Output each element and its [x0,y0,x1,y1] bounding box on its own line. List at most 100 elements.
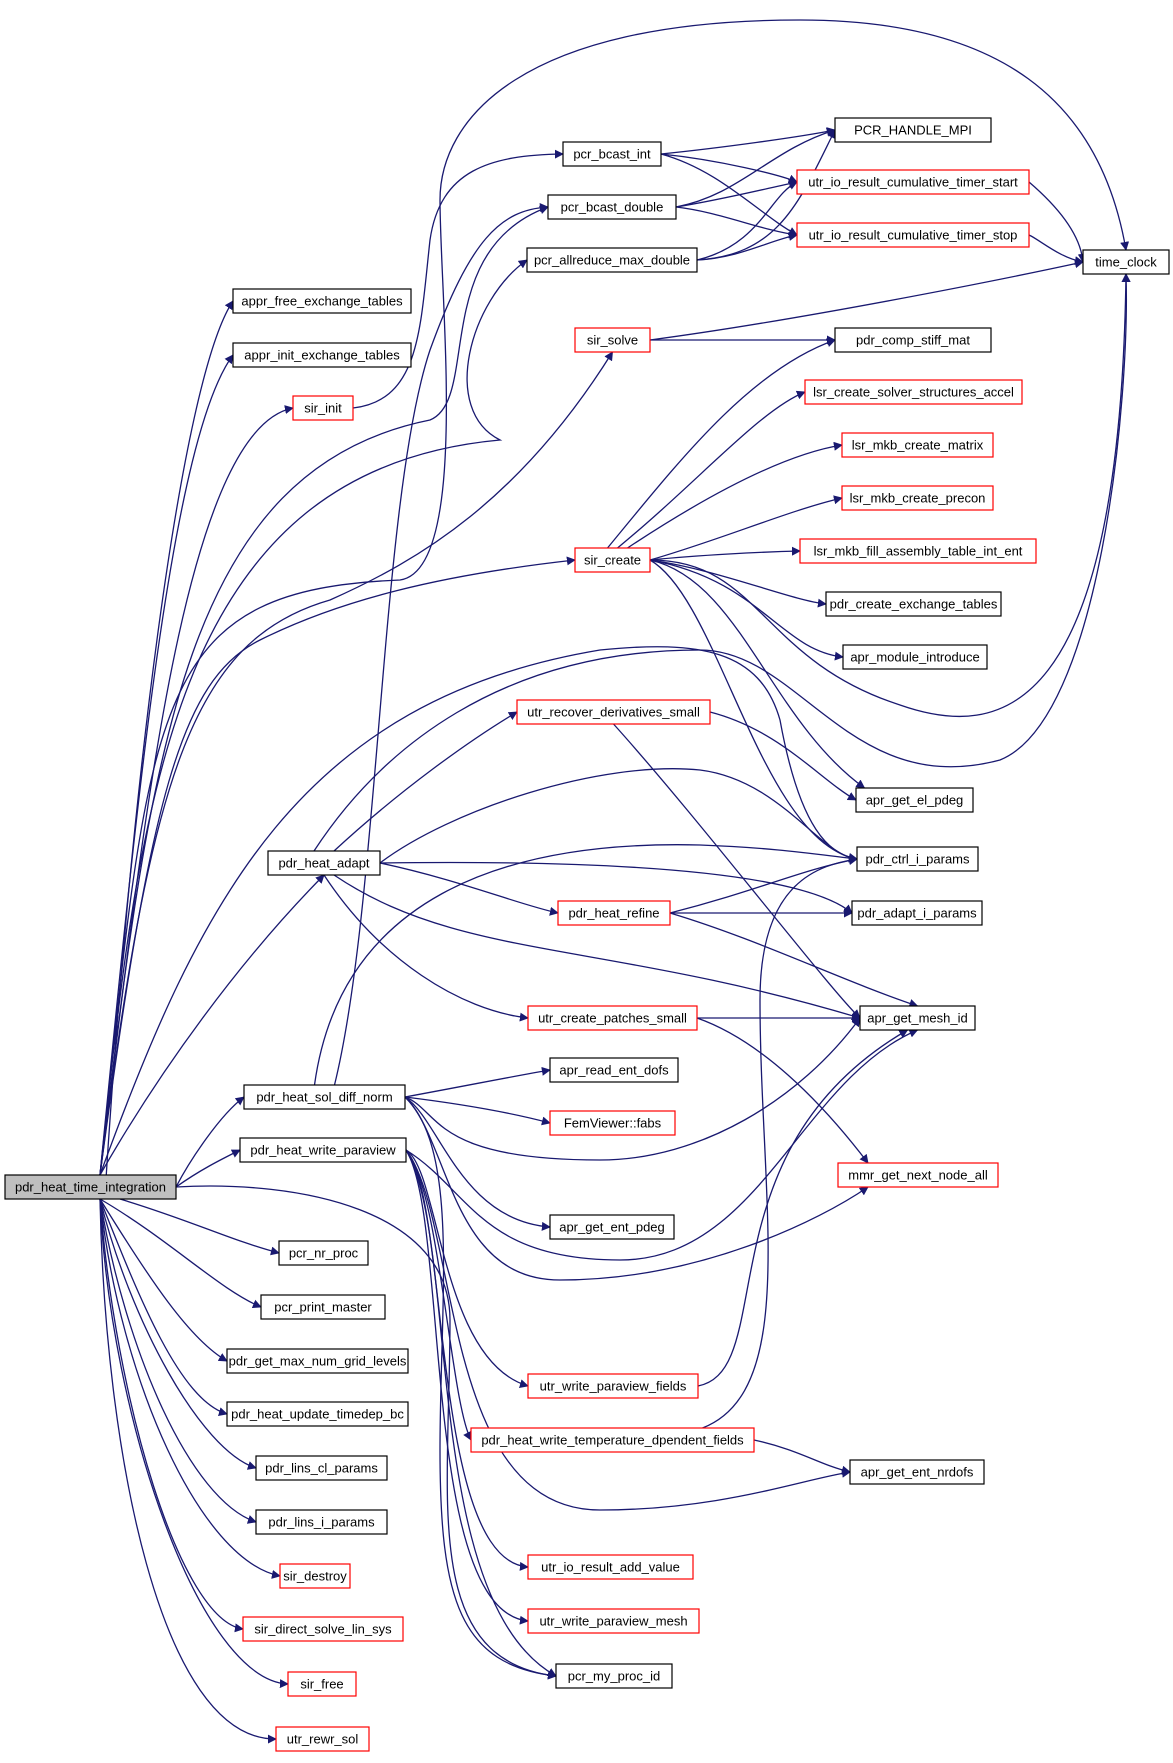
edge-pv-apr_nrdofs [405,1149,851,1511]
edge-root-sir_solve [99,351,614,1176]
edge-sol-femviewer [404,1096,551,1126]
node-sir-direct[interactable]: sir_direct_solve_lin_sys [242,1616,404,1642]
node-box [275,1726,370,1752]
edge-sir_create-time_clock [649,273,1131,718]
node-label: PCR_HANDLE_MPI [854,123,972,138]
node-pcr-print[interactable]: pcr_print_master [260,1294,386,1320]
edge-utr_recover-apr_mesh_id [613,723,861,1019]
node-box [562,141,662,167]
node-apr-ent-pdeg[interactable]: apr_get_ent_pdeg [549,1214,675,1240]
node-sir-solve[interactable]: sir_solve [574,327,651,353]
node-sir-destroy[interactable]: sir_destroy [279,1563,351,1589]
node-label: sir_create [584,553,641,568]
edge-sol-apr_read [404,1066,551,1098]
edge-timer_start-time_clock [1028,181,1087,263]
node-pdr-lins-i[interactable]: pdr_lins_i_params [255,1509,388,1535]
node-box [837,1162,999,1188]
node-utr-patches[interactable]: utr_create_patches_small [527,1005,698,1031]
node-timer-start[interactable]: utr_io_result_cumulative_timer_start [796,169,1030,195]
node-lsr-fill[interactable]: lsr_mkb_fill_assembly_table_int_ent [799,538,1037,564]
node-apr-module[interactable]: apr_module_introduce [842,644,988,670]
edge-root-sir_destroy [99,1198,281,1579]
node-utr-pv-mesh[interactable]: utr_write_paraview_mesh [527,1608,700,1634]
edge-sir_create-pdr_create_ex [649,559,827,608]
edge-sol-mmr_next [404,1096,869,1281]
node-box [516,699,711,725]
edge-sir_create-lsr_precon [649,495,843,561]
node-label: utr_rewr_sol [287,1732,359,1747]
edge-temp_dep-pdr_ctrl [702,855,858,1429]
node-label: pcr_nr_proc [289,1246,359,1261]
edge-timer_stop-time_clock [1028,234,1084,266]
node-label: lsr_create_solver_structures_accel [813,385,1014,400]
node-apr-el-pdeg[interactable]: apr_get_el_pdeg [855,787,974,813]
node-box [527,1373,699,1399]
node-pdr-ctrl[interactable]: pdr_ctrl_i_params [856,846,979,872]
node-pcr-allreduce[interactable]: pcr_allreduce_max_double [526,247,698,273]
edge-pv-utr_pv_fields [405,1149,529,1389]
edge-temp_dep-apr_nrdofs [753,1439,851,1475]
node-pcr-handle[interactable]: PCR_HANDLE_MPI [834,117,992,143]
edge-sir_create-lsr_fill [649,546,801,561]
node-apr-read-dofs[interactable]: apr_read_ent_dofs [549,1057,679,1083]
edge-root-pcr_my_proc [175,1185,557,1680]
node-box [243,1084,406,1110]
node-appr-free[interactable]: appr_free_exchange_tables [232,288,412,314]
node-label: lsr_mkb_fill_assembly_table_int_ent [814,544,1023,559]
node-pdr-max-grid[interactable]: pdr_get_max_num_grid_levels [226,1348,409,1374]
node-box [859,1005,976,1031]
node-apr-nrdofs[interactable]: apr_get_ent_nrdofs [849,1459,985,1485]
node-appr-init[interactable]: appr_init_exchange_tables [232,342,412,368]
node-box [239,1137,407,1163]
node-label: pdr_adapt_i_params [857,906,977,921]
node-pdr-heat-refine[interactable]: pdr_heat_refine [557,900,671,926]
node-label: pdr_comp_stiff_mat [856,333,970,348]
node-sir-free[interactable]: sir_free [287,1671,357,1697]
node-pdr-lins-cl[interactable]: pdr_lins_cl_params [255,1455,388,1481]
node-label: pdr_heat_write_temperature_dpendent_fiel… [481,1433,744,1448]
node-timer-stop[interactable]: utr_io_result_cumulative_timer_stop [796,222,1030,248]
node-box [555,1663,673,1689]
node-pcr-bcast-int[interactable]: pcr_bcast_int [562,141,662,167]
node-pcr-nr-proc[interactable]: pcr_nr_proc [278,1240,369,1266]
node-pdr-create-ex[interactable]: pdr_create_exchange_tables [825,591,1002,617]
node-label: sir_direct_solve_lin_sys [254,1622,392,1637]
node-pdr-comp[interactable]: pdr_comp_stiff_mat [834,327,992,353]
node-label: pdr_heat_write_paraview [250,1143,396,1158]
node-utr-pv-fields[interactable]: utr_write_paraview_fields [527,1373,699,1399]
node-box [855,787,974,813]
node-box [267,850,381,876]
node-utr-rewr[interactable]: utr_rewr_sol [275,1726,370,1752]
node-sir-init[interactable]: sir_init [292,395,354,421]
edge-adapt-utr_patches [323,874,529,1022]
node-pdr-heat-adapt[interactable]: pdr_heat_adapt [267,850,381,876]
node-pcr-my-proc[interactable]: pcr_my_proc_id [555,1663,673,1689]
node-label: appr_init_exchange_tables [244,348,400,363]
edge-root-pdr_heat_adapt [99,874,325,1176]
node-box [574,547,651,573]
node-pdr-sol-diff[interactable]: pdr_heat_sol_diff_norm [243,1084,406,1110]
node-lsr-matrix[interactable]: lsr_mkb_create_matrix [841,432,994,458]
edge-adapt-pdr_heat_refine [379,862,559,916]
node-utr-add-value[interactable]: utr_io_result_add_value [527,1554,694,1580]
node-pdr-temp-dep[interactable]: pdr_heat_write_temperature_dpendent_fiel… [470,1427,755,1453]
node-box [549,1057,679,1083]
node-root[interactable]: pdr_heat_time_integration [4,1174,177,1200]
edge-sir_create-apr_module [649,559,844,661]
node-femviewer[interactable]: FemViewer::fabs [549,1110,676,1136]
node-lsr-accel[interactable]: lsr_create_solver_structures_accel [804,379,1023,405]
node-lsr-precon[interactable]: lsr_mkb_create_precon [841,485,994,511]
node-apr-mesh-id[interactable]: apr_get_mesh_id [859,1005,976,1031]
node-label: mmr_get_next_node_all [848,1168,988,1183]
node-sir-create[interactable]: sir_create [574,547,651,573]
node-time-clock[interactable]: time_clock [1082,249,1170,275]
edge-pv-apr_mesh_id [405,1029,919,1261]
node-pdr-adapt-i[interactable]: pdr_adapt_i_params [851,900,983,926]
node-pdr-timedep[interactable]: pdr_heat_update_timedep_bc [226,1401,409,1427]
node-label: sir_init [304,401,342,416]
node-pdr-write-pv[interactable]: pdr_heat_write_paraview [239,1137,407,1163]
node-pcr-bcast-double[interactable]: pcr_bcast_double [547,194,677,220]
node-mmr-next[interactable]: mmr_get_next_node_all [837,1162,999,1188]
node-utr-recover[interactable]: utr_recover_derivatives_small [516,699,711,725]
edge-pv-pcr_my_proc [405,1149,557,1677]
